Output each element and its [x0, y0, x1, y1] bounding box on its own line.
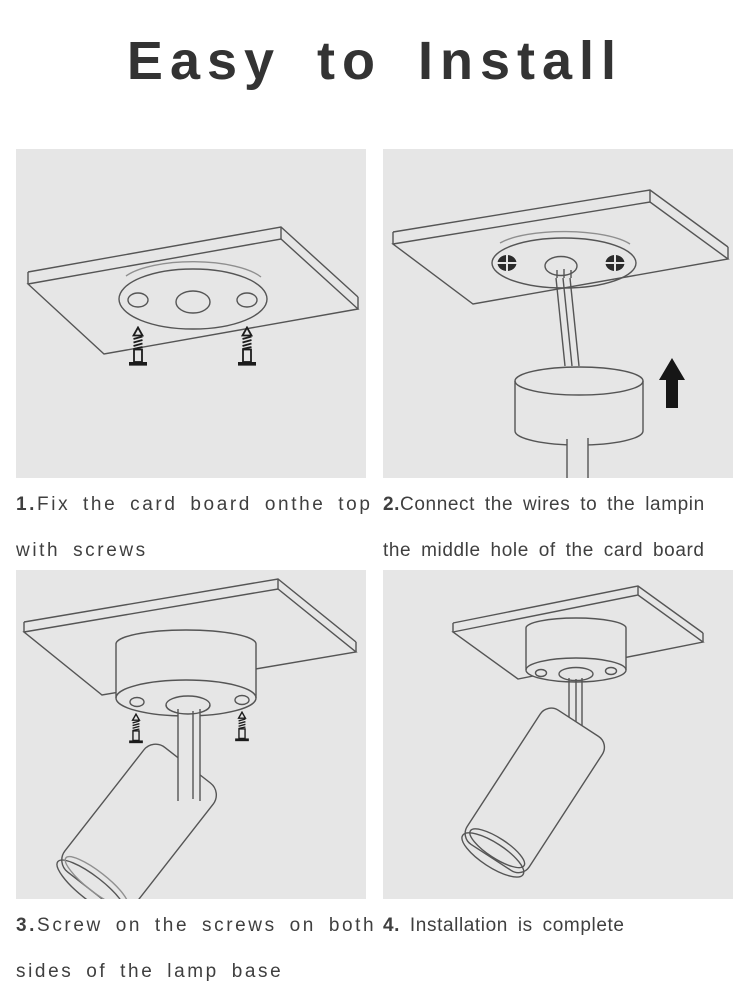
- step-1-text-line1: Fix the card board onthe top: [37, 494, 373, 515]
- step-2-caption: 2.Connect the wires to the lampin the mi…: [383, 478, 733, 570]
- step-4-illustration: [451, 585, 705, 878]
- step-2-illustration: [391, 189, 730, 478]
- step-3-text-line2: sides of the lamp base: [16, 961, 284, 982]
- step-3-caption: 3.Screw on the screws on both sides of t…: [16, 899, 374, 991]
- step-2-text-line2: the middle hole of the card board: [383, 540, 705, 561]
- step-3-panel: [16, 570, 366, 899]
- card-board-drawing: [22, 578, 358, 696]
- lamp-base-drawing: [514, 366, 644, 478]
- step-1-text-line2: with screws: [16, 540, 148, 561]
- step-3: 3.Screw on the screws on both sides of t…: [16, 570, 374, 991]
- steps-grid: 1.Fix the card board onthe top with scre…: [16, 149, 750, 991]
- step-3-number: 3.: [16, 915, 38, 936]
- card-board-drawing: [391, 189, 730, 305]
- step-4: 4. Installation is complete: [383, 570, 733, 991]
- step-2-text-line1: Connect the wires to the lampin: [400, 494, 705, 515]
- step-2: 2.Connect the wires to the lampin the mi…: [383, 149, 733, 570]
- fastened-screw-head-icon: [497, 255, 625, 271]
- screw-icon: [127, 326, 149, 366]
- screw-icon: [236, 326, 258, 366]
- spotlight-cylinder-drawing: [461, 707, 606, 878]
- step-1-number: 1.: [16, 494, 38, 515]
- card-board-drawing: [26, 226, 360, 355]
- step-1-illustration: [26, 226, 360, 366]
- step-1: 1.Fix the card board onthe top with scre…: [16, 149, 370, 570]
- arrow-up-icon: [659, 358, 685, 408]
- step-2-panel: [383, 149, 733, 478]
- stem-drawing: [165, 704, 211, 801]
- step-4-text-line1: Installation is complete: [400, 915, 625, 936]
- screw-icon: [127, 713, 145, 744]
- step-3-text-line1: Screw on the screws on both: [37, 915, 377, 936]
- page-title: Easy to Install: [126, 31, 624, 91]
- step-4-number: 4.: [383, 915, 401, 936]
- screw-icon: [233, 711, 251, 742]
- step-2-number: 2.: [383, 494, 401, 515]
- step-1-panel: [16, 149, 366, 478]
- step-1-caption: 1.Fix the card board onthe top with scre…: [16, 478, 370, 570]
- step-4-panel: [383, 570, 733, 899]
- wires-drawing: [555, 269, 580, 367]
- step-4-caption: 4. Installation is complete: [383, 899, 733, 991]
- card-board-drawing: [451, 585, 705, 680]
- step-3-illustration: [22, 578, 358, 899]
